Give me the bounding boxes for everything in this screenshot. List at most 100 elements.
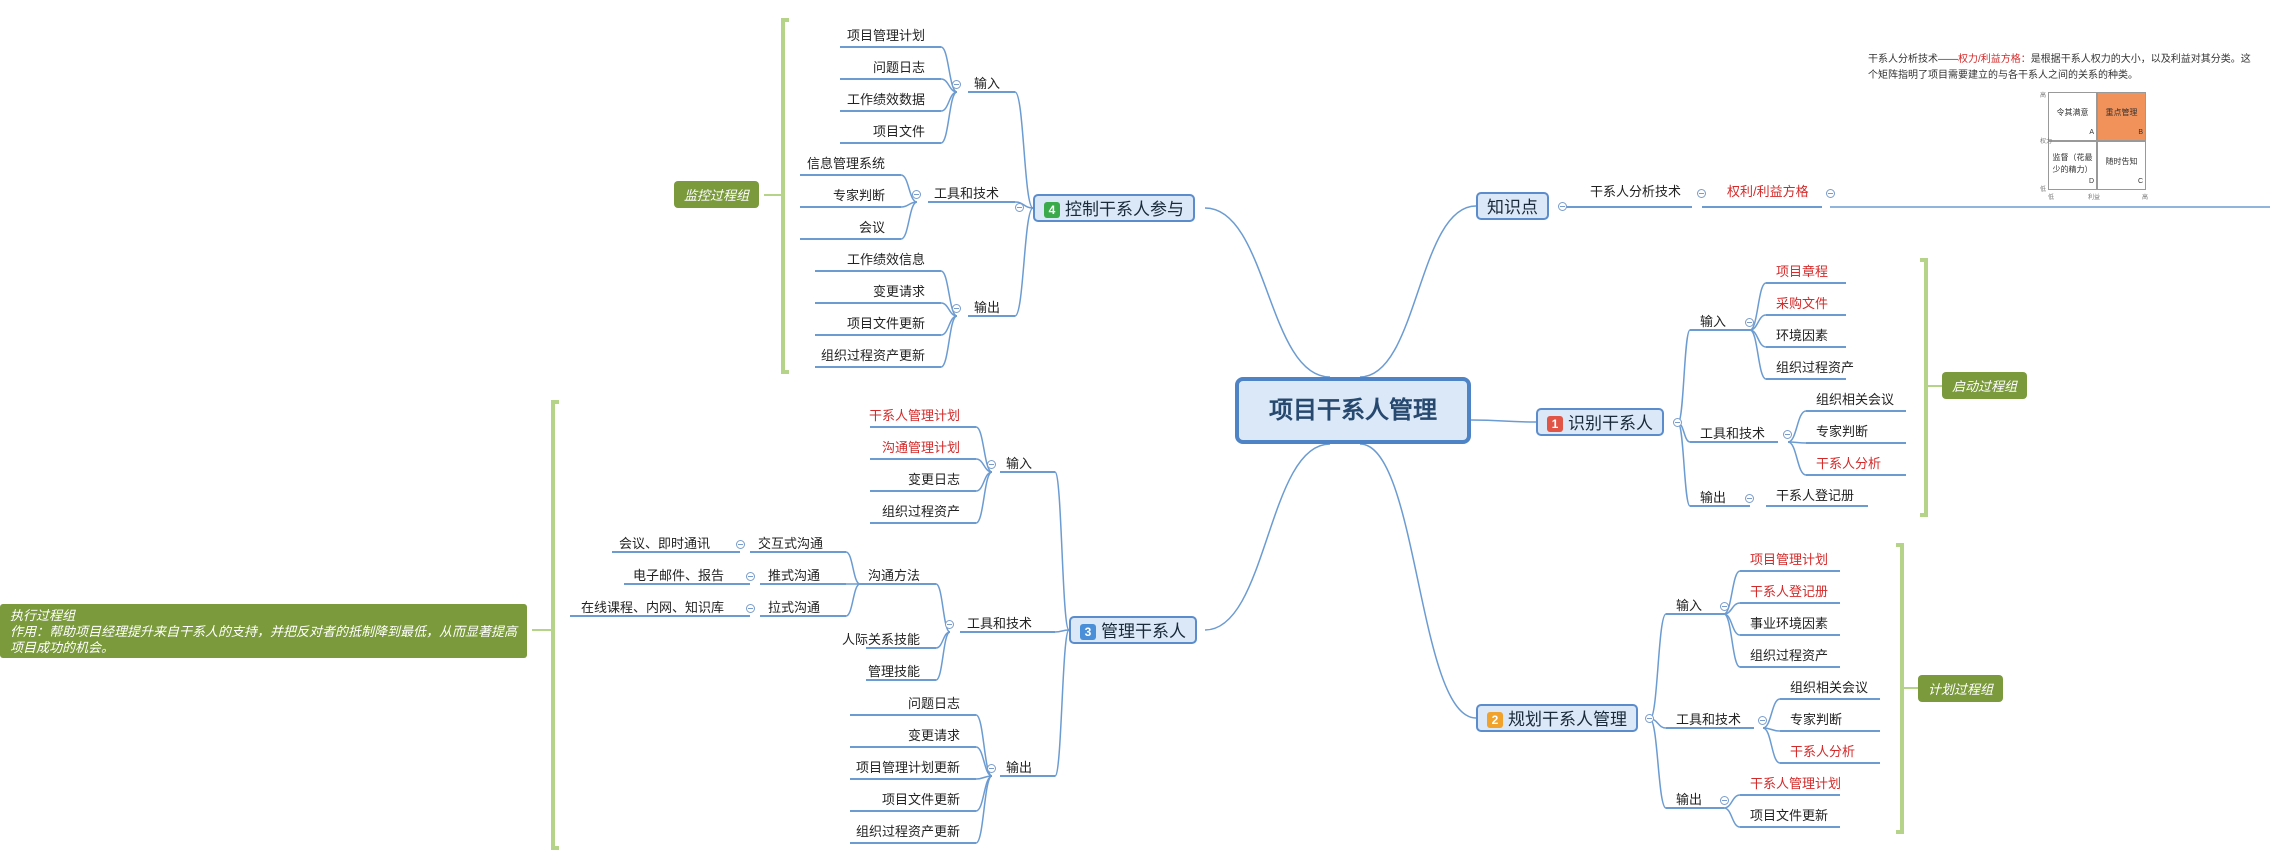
matrix-cell-monitor: 监督（花最少的精力）D (2048, 141, 2097, 190)
collapse-icon[interactable] (1720, 602, 1729, 611)
leaf-item[interactable]: 采购文件 (1776, 296, 1829, 311)
leaf-item[interactable]: 项目文件更新 (846, 316, 925, 331)
collapse-icon[interactable] (746, 572, 755, 581)
collapse-icon[interactable] (736, 540, 745, 549)
leaf-item[interactable]: 问题日志 (907, 696, 960, 711)
leaf-item[interactable]: 干系人登记册 (1750, 584, 1829, 599)
leaf-item[interactable]: 项目章程 (1776, 264, 1829, 279)
identify-input[interactable]: 输入 (1700, 314, 1727, 329)
cell-text: 重点管理 (2105, 108, 2138, 117)
plan-tools[interactable]: 工具和技术 (1676, 712, 1742, 727)
leaf-item[interactable]: 工作绩效数据 (846, 92, 925, 107)
leaf-item[interactable]: 事业环境因素 (1750, 616, 1829, 631)
collapse-icon[interactable] (912, 190, 921, 199)
collapse-icon[interactable] (1720, 796, 1729, 805)
leaf-item[interactable]: 干系人登记册 (1776, 488, 1855, 503)
collapse-icon[interactable] (746, 604, 755, 613)
collapse-icon[interactable] (987, 460, 996, 469)
interactive-communication[interactable]: 交互式沟通 (758, 536, 824, 551)
leaf-item[interactable]: 会议 (858, 220, 885, 235)
collapse-icon[interactable] (1745, 494, 1754, 503)
leaf-item[interactable]: 项目文件更新 (881, 792, 960, 807)
manage-input[interactable]: 输入 (1006, 456, 1033, 471)
collapse-icon[interactable] (945, 620, 954, 629)
leaf-item[interactable]: 组织过程资产更新 (855, 824, 960, 839)
collapse-icon[interactable] (1745, 318, 1754, 327)
leaf-item[interactable]: 干系人分析 (1816, 456, 1882, 471)
control-output[interactable]: 输出 (974, 300, 1001, 315)
branch-knowledge[interactable]: 知识点 (1476, 192, 1549, 220)
power-interest-grid[interactable]: 权利/利益方格 (1727, 184, 1809, 199)
leaf-item[interactable]: 干系人管理计划 (1750, 776, 1842, 791)
collapse-icon[interactable] (952, 80, 961, 89)
leaf-item[interactable]: 信息管理系统 (806, 156, 885, 171)
leaf-item[interactable]: 项目管理计划 (846, 28, 925, 43)
collapse-icon[interactable] (952, 304, 961, 313)
collapse-icon[interactable] (1697, 189, 1706, 198)
leaf-item[interactable]: 项目文件更新 (1750, 808, 1829, 823)
collapse-icon[interactable] (1673, 418, 1682, 427)
leaf-item[interactable]: 专家判断 (1816, 424, 1869, 439)
leaf-item[interactable]: 专家判断 (832, 188, 885, 203)
leaf-item[interactable]: 变更请求 (872, 284, 925, 299)
leaf-item[interactable]: 变更请求 (907, 728, 960, 743)
collapse-icon[interactable] (1826, 189, 1835, 198)
collapse-icon[interactable] (1758, 716, 1767, 725)
plan-input[interactable]: 输入 (1676, 598, 1703, 613)
leaf-item[interactable]: 管理技能 (867, 664, 920, 679)
leaf-item[interactable]: 干系人管理计划 (868, 408, 960, 423)
collapse-icon[interactable] (1783, 430, 1792, 439)
leaf-item[interactable]: 问题日志 (872, 60, 925, 75)
leaf-item[interactable]: 沟通管理计划 (881, 440, 960, 455)
leaf-item[interactable]: 干系人分析 (1790, 744, 1856, 759)
identify-output[interactable]: 输出 (1700, 490, 1727, 505)
connector-line (975, 746, 993, 777)
leaf-item[interactable]: 专家判断 (1790, 712, 1843, 727)
leaf-item[interactable]: 工作绩效信息 (846, 252, 925, 267)
control-tools[interactable]: 工具和技术 (934, 186, 1000, 201)
tag-monitoring-process-group[interactable]: 监控过程组 (674, 181, 760, 208)
pull-communication[interactable]: 拉式沟通 (768, 600, 821, 615)
leaf-item[interactable]: 变更日志 (907, 472, 960, 487)
leaf-item[interactable]: 组织相关会议 (1816, 392, 1895, 407)
leaf-item[interactable]: 组织过程资产 (881, 504, 960, 519)
stakeholder-analysis-technique[interactable]: 干系人分析技术 (1590, 184, 1682, 199)
leaf-item[interactable]: 项目管理计划更新 (855, 760, 960, 775)
note-text: 干系人分析技术——权力/利益方格：是根据干系人权力的大小，以及利益对其分类。这个… (1868, 52, 2260, 84)
push-communication[interactable]: 推式沟通 (768, 568, 821, 583)
tag-planning-process-group[interactable]: 计划过程组 (1918, 675, 2004, 702)
leaf-item[interactable]: 组织过程资产 (1776, 360, 1855, 375)
executing-process-group-callout[interactable]: 执行过程组 作用：帮助项目经理提升来自干系人的支持，并把反对者的抵制降到最低，从… (0, 604, 527, 658)
plan-output[interactable]: 输出 (1676, 792, 1703, 807)
central-topic[interactable]: 项目干系人管理 (1235, 377, 1471, 444)
leaf-item[interactable]: 组织过程资产更新 (820, 348, 925, 363)
leaf-item[interactable]: 组织相关会议 (1790, 680, 1869, 695)
tag-initiating-process-group[interactable]: 启动过程组 (1942, 372, 2028, 399)
connector-line (1749, 282, 1767, 331)
leaf-item[interactable]: 项目文件 (872, 124, 925, 139)
collapse-icon[interactable] (1558, 202, 1567, 211)
leaf-item[interactable]: 项目管理计划 (1750, 552, 1829, 567)
leaf-item[interactable]: 在线课程、内网、知识库 (580, 600, 724, 615)
leaf-item[interactable]: 会议、即时通讯 (618, 536, 710, 551)
leaf-item[interactable]: 组织过程资产 (1750, 648, 1829, 663)
leaf-item[interactable]: 电子邮件、报告 (632, 568, 724, 583)
collapse-icon[interactable] (1645, 714, 1654, 723)
manage-output[interactable]: 输出 (1006, 760, 1033, 775)
leaf-item[interactable]: 人际关系技能 (841, 632, 920, 647)
collapse-icon[interactable] (1015, 203, 1024, 212)
number-badge: 4 (1044, 202, 1060, 218)
connector-line (1749, 329, 1767, 380)
manage-tools[interactable]: 工具和技术 (967, 616, 1033, 631)
collapse-icon[interactable] (987, 764, 996, 773)
communication-methods[interactable]: 沟通方法 (868, 568, 921, 583)
control-input[interactable]: 输入 (974, 76, 1001, 91)
axis-high: 高 (2142, 195, 2149, 201)
identify-tools[interactable]: 工具和技术 (1700, 426, 1766, 441)
leaf-item[interactable]: 环境因素 (1776, 328, 1829, 343)
